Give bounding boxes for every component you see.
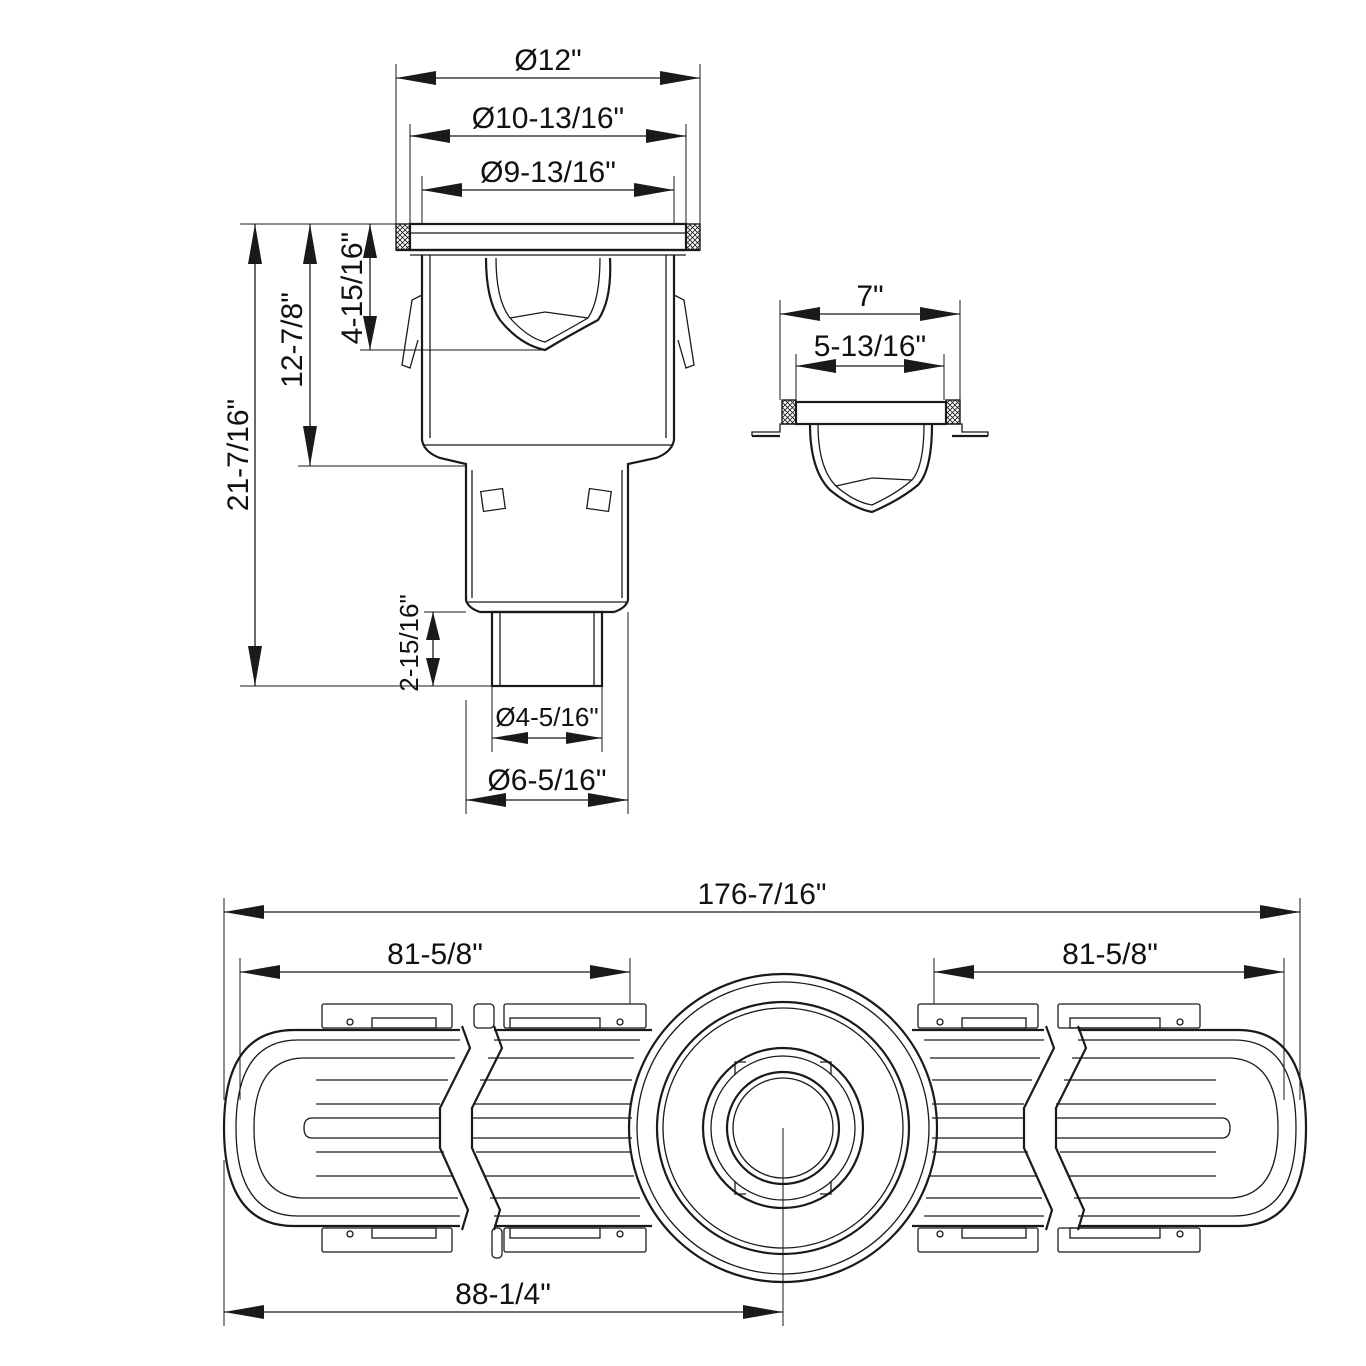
flange-gasket-left (395, 223, 411, 251)
channel-section-view (751, 399, 989, 514)
label-h-4-15-16: 4-15/16" (336, 232, 369, 344)
dim-width-7: 7" (779, 280, 961, 400)
dim-diameter-6-5-16: Ø6-5/16" (465, 612, 629, 814)
dim-length-88-1-4: 88-1/4" (223, 1160, 783, 1326)
label-h-12-7-8: 12-7/8" (276, 292, 309, 388)
label-l-81-5-8-right: 81-5/8" (1062, 938, 1158, 971)
side-elevation-view (395, 222, 701, 688)
dim-diameter-9-13-16: Ø9-13/16" (421, 156, 675, 224)
flange-gasket-right (685, 223, 701, 251)
label-d-10-13-16: Ø10-13/16" (472, 102, 624, 135)
dim-width-5-13-16: 5-13/16" (795, 330, 945, 400)
label-h-2-15-16: 2-15/16" (394, 594, 424, 691)
plan-view (222, 972, 1308, 1326)
right-channel-body (912, 1003, 1216, 1253)
label-d-6-5-16: Ø6-5/16" (487, 764, 606, 797)
dim-height-4-15-16: 4-15/16" (336, 224, 545, 351)
dim-length-176-7-16: 176-7/16" (223, 878, 1301, 1100)
label-l-81-5-8-left: 81-5/8" (387, 938, 483, 971)
dim-height-2-15-16: 2-15/16" (394, 594, 466, 692)
label-d-4-5-16: Ø4-5/16" (495, 702, 598, 732)
dim-length-81-5-8-left: 81-5/8" (239, 938, 631, 1100)
left-channel-body (316, 1003, 652, 1259)
section-gasket-left (781, 399, 797, 425)
dim-diameter-4-5-16: Ø4-5/16" (491, 686, 603, 752)
label-h-21-7-16: 21-7/16" (222, 399, 255, 511)
label-w-5-13-16: 5-13/16" (814, 330, 926, 363)
dim-height-21-7-16: 21-7/16" (222, 223, 492, 687)
label-d-12: Ø12" (514, 44, 581, 77)
dim-diameter-10-13-16: Ø10-13/16" (409, 102, 687, 224)
label-l-176-7-16: 176-7/16" (697, 878, 826, 911)
label-l-88-1-4: 88-1/4" (455, 1278, 551, 1311)
dim-length-81-5-8-right: 81-5/8" (933, 938, 1285, 1100)
section-gasket-right (945, 399, 961, 425)
central-drain-plan (627, 972, 939, 1326)
label-w-7: 7" (856, 280, 883, 313)
label-d-9-13-16: Ø9-13/16" (480, 156, 616, 189)
dim-height-12-7-8: 12-7/8" (276, 224, 466, 467)
dim-diameter-12: Ø12" (395, 44, 701, 224)
